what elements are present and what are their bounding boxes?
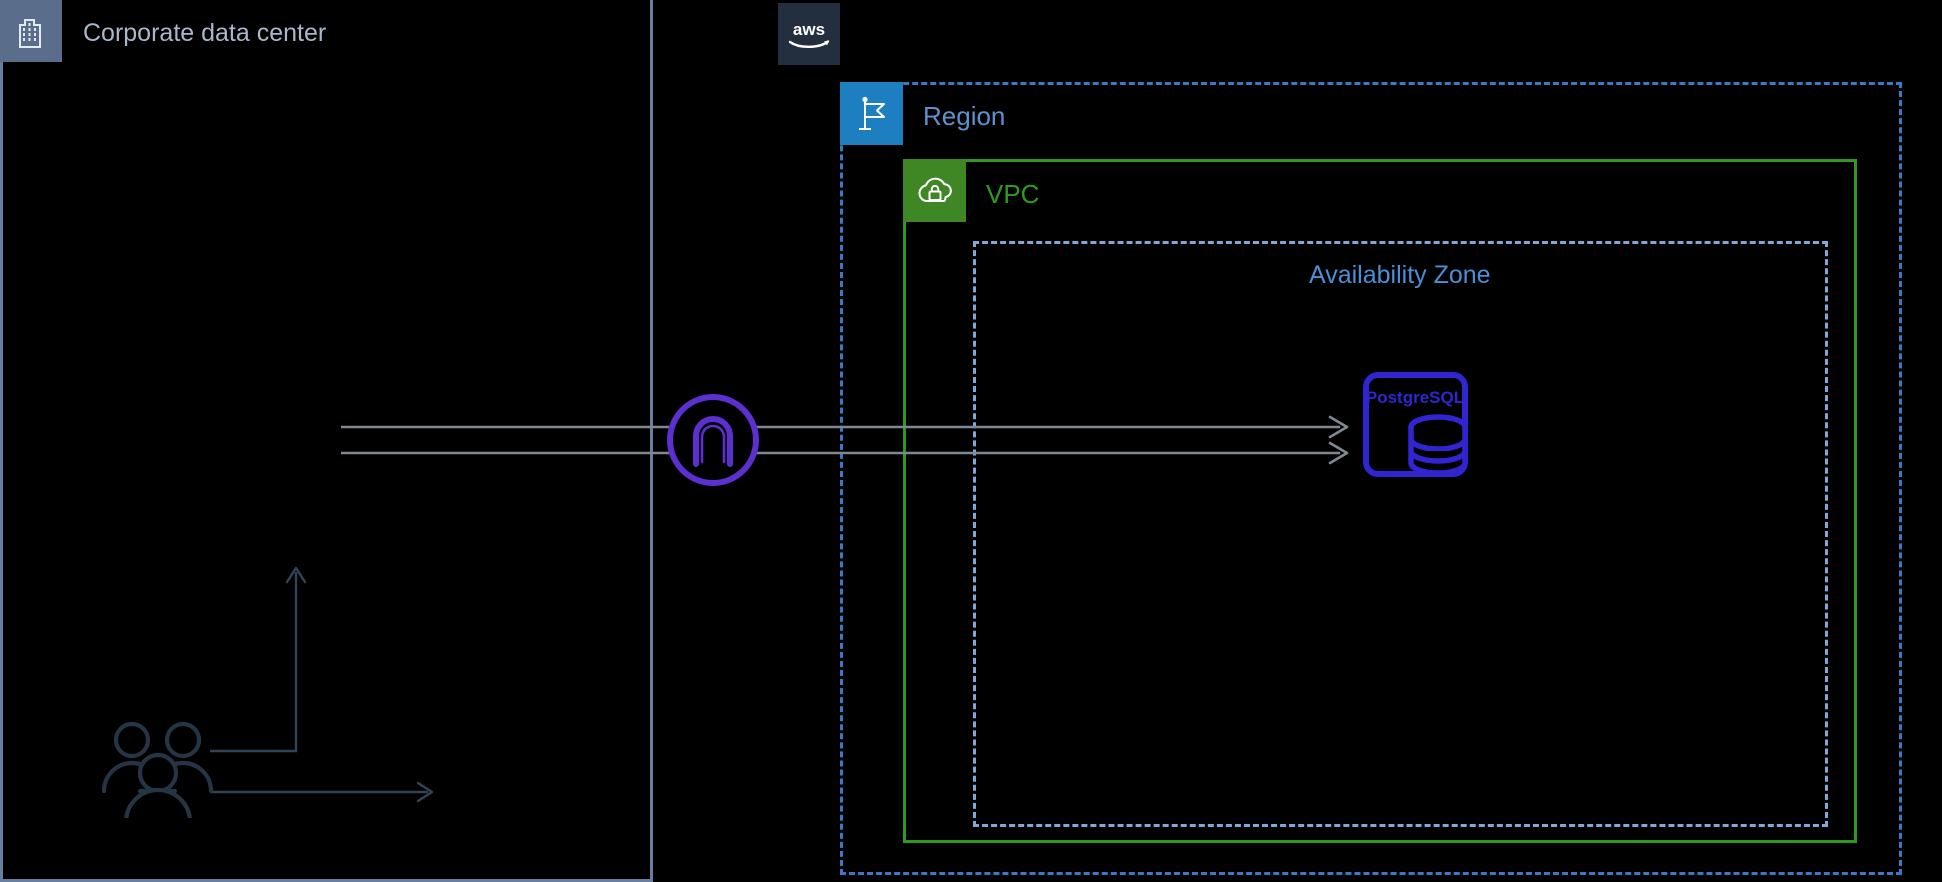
container-label-corporate-data-center: Corporate data center (83, 19, 327, 47)
postgresql-label: PostgreSQL (1366, 388, 1464, 407)
container-label-region: Region (923, 101, 1006, 131)
container-label-vpc: VPC (986, 179, 1040, 209)
connector-dc-to-postgresql (341, 415, 1349, 465)
container-vpc (903, 159, 1857, 843)
container-availability-zone (973, 241, 1828, 827)
building-icon (0, 0, 62, 62)
container-corporate-data-center (0, 0, 653, 882)
svg-text:aws: aws (793, 20, 825, 39)
container-label-availability-zone: Availability Zone (1309, 261, 1491, 289)
connector-users-group (210, 566, 434, 803)
container-region (840, 82, 1902, 875)
users-group-icon (100, 718, 220, 825)
aws-logo: aws (778, 3, 840, 65)
postgresql-database-icon: PostgreSQL (1362, 371, 1480, 483)
neon-logo-icon (665, 392, 761, 488)
flag-icon (840, 82, 903, 145)
vpc-cloud-lock-icon (903, 159, 966, 222)
